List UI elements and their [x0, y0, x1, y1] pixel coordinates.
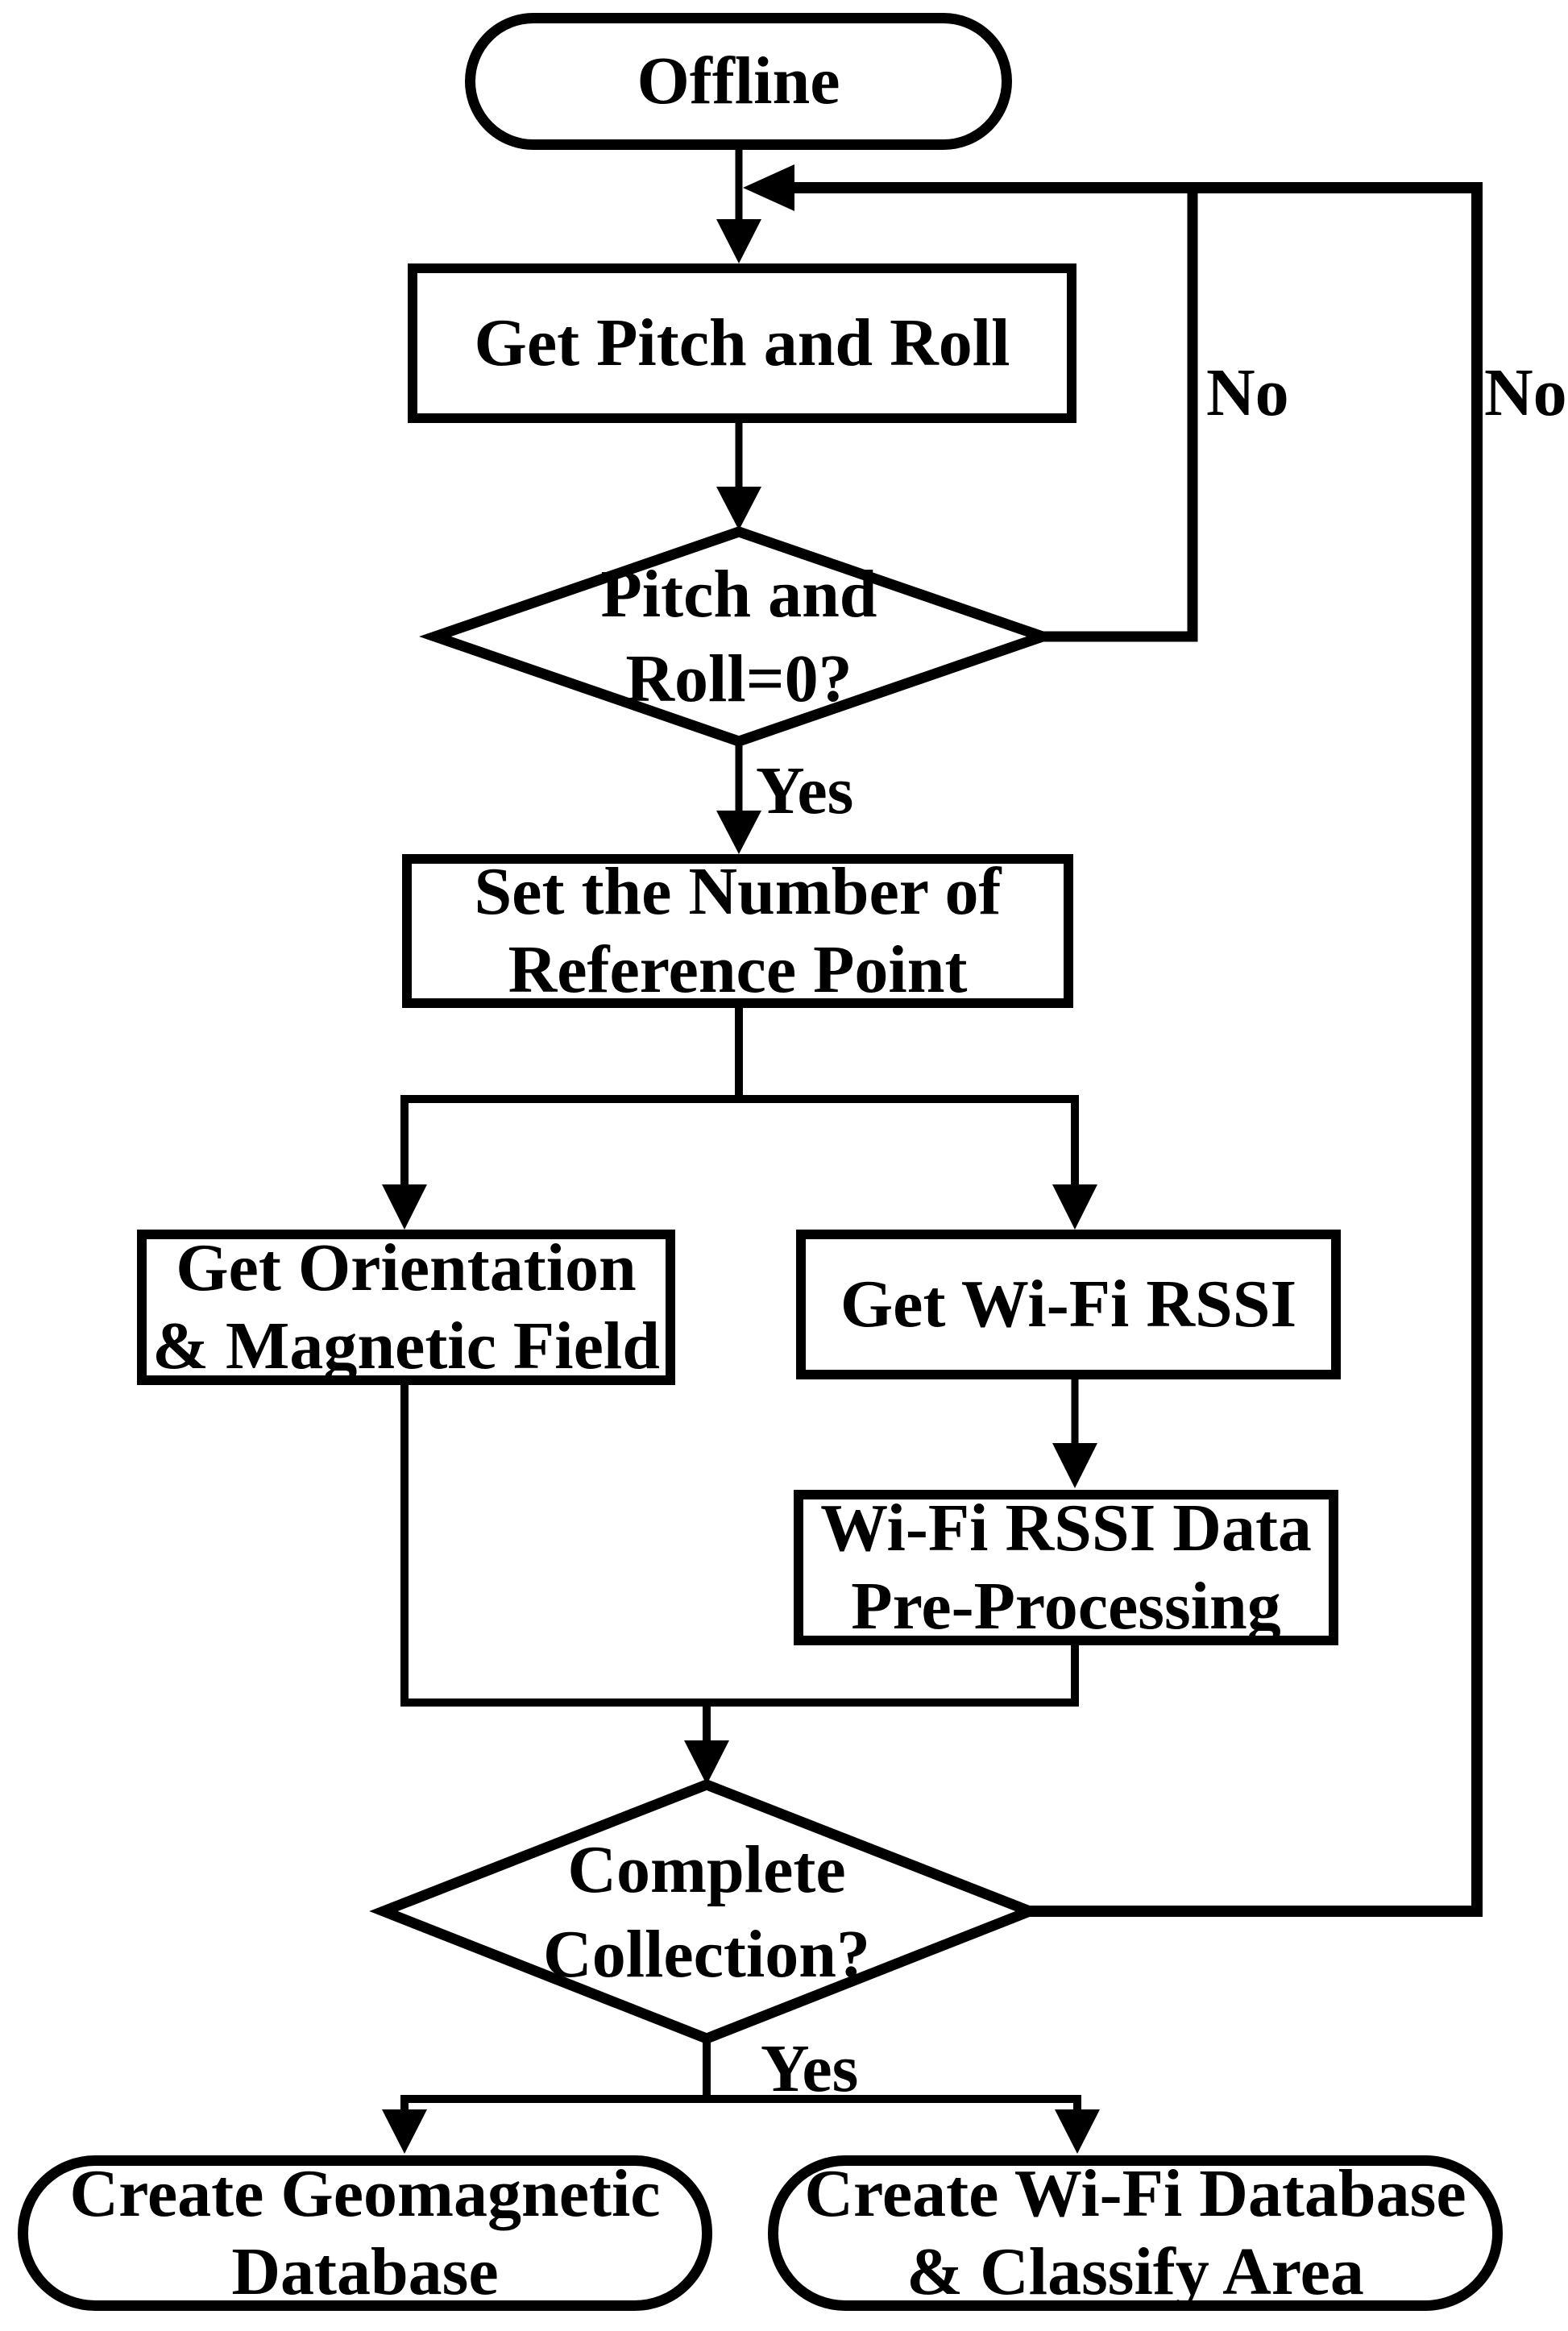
node-get-orientation-line2: & Magnetic Field [152, 1308, 660, 1383]
arrowhead-into-getwifi [1052, 1184, 1097, 1230]
edge-label-no-pitch-roll: No [1206, 355, 1289, 430]
node-wifi-preprocessing-line2: Pre-Processing [851, 1568, 1281, 1644]
edge-label-yes-complete: Yes [761, 2031, 859, 2106]
connector-pitchroll-no-loop [1043, 193, 1198, 642]
node-create-wifi-database: Create Wi-Fi Database & Classify Area [768, 2155, 1503, 2311]
node-offline-label: Offline [637, 43, 840, 118]
edge-label-no-complete: No [1484, 355, 1567, 430]
node-wifi-preprocessing-line1: Wi-Fi RSSI Data [820, 1490, 1312, 1566]
decision-complete-collection-line1: Complete [567, 1831, 846, 1907]
arrowhead-into-check [716, 487, 761, 530]
arrowhead-into-wifidb [1055, 2109, 1100, 2154]
arrowhead-into-geodb [382, 2109, 427, 2154]
node-create-geomagnetic-database-line2: Database [231, 2234, 499, 2309]
node-create-geomagnetic-database-line1: Create Geomagnetic [69, 2155, 661, 2231]
node-get-wifi-rssi: Get Wi-Fi RSSI [796, 1230, 1341, 1379]
node-set-reference-point: Set the Number of Reference Point [402, 854, 1073, 1008]
node-get-wifi-rssi-label: Get Wi-Fi RSSI [840, 1266, 1297, 1342]
node-create-wifi-database-line1: Create Wi-Fi Database [804, 2155, 1466, 2231]
arrowhead-into-complete [684, 1740, 729, 1785]
decision-complete-collection: Complete Collection? [384, 1785, 1030, 2039]
connector-set-split [400, 1004, 1079, 1192]
node-get-orientation-line1: Get Orientation [176, 1230, 637, 1305]
decision-pitch-roll-line2: Roll=0? [625, 641, 852, 716]
diamond-shape-pitch-roll [419, 526, 1059, 747]
diamond-shape-complete-collection [369, 1779, 1044, 2044]
connector-merge-to-complete [400, 1381, 1079, 1748]
node-set-reference-point-line1: Set the Number of [474, 853, 1002, 929]
connector-complete-yes-split [400, 2034, 1081, 2117]
node-set-reference-point-line2: Reference Point [508, 931, 968, 1007]
decision-pitch-roll-line1: Pitch and [600, 557, 877, 632]
decision-complete-collection-line2: Collection? [543, 1916, 870, 1992]
arrowhead-into-preprocess [1052, 1443, 1097, 1488]
connector-complete-no-loop [787, 182, 1483, 1917]
arrowhead-into-getpitch [716, 219, 761, 263]
decision-pitch-roll: Pitch and Roll=0? [435, 532, 1043, 741]
node-create-wifi-database-line2: & Classify Area [906, 2234, 1364, 2309]
node-get-orientation: Get Orientation & Magnetic Field [137, 1230, 675, 1385]
node-get-pitch-and-roll-label: Get Pitch and Roll [474, 305, 1010, 380]
node-offline: Offline [465, 13, 1012, 150]
arrowhead-into-set [716, 811, 761, 854]
node-create-geomagnetic-database: Create Geomagnetic Database [18, 2155, 712, 2311]
edge-label-yes-pitch-roll: Yes [756, 753, 854, 828]
arrowhead-feedback-left [743, 164, 794, 211]
node-get-pitch-and-roll: Get Pitch and Roll [408, 263, 1076, 423]
arrowhead-into-orientation [382, 1184, 427, 1230]
node-wifi-preprocessing: Wi-Fi RSSI Data Pre-Processing [794, 1490, 1338, 1645]
